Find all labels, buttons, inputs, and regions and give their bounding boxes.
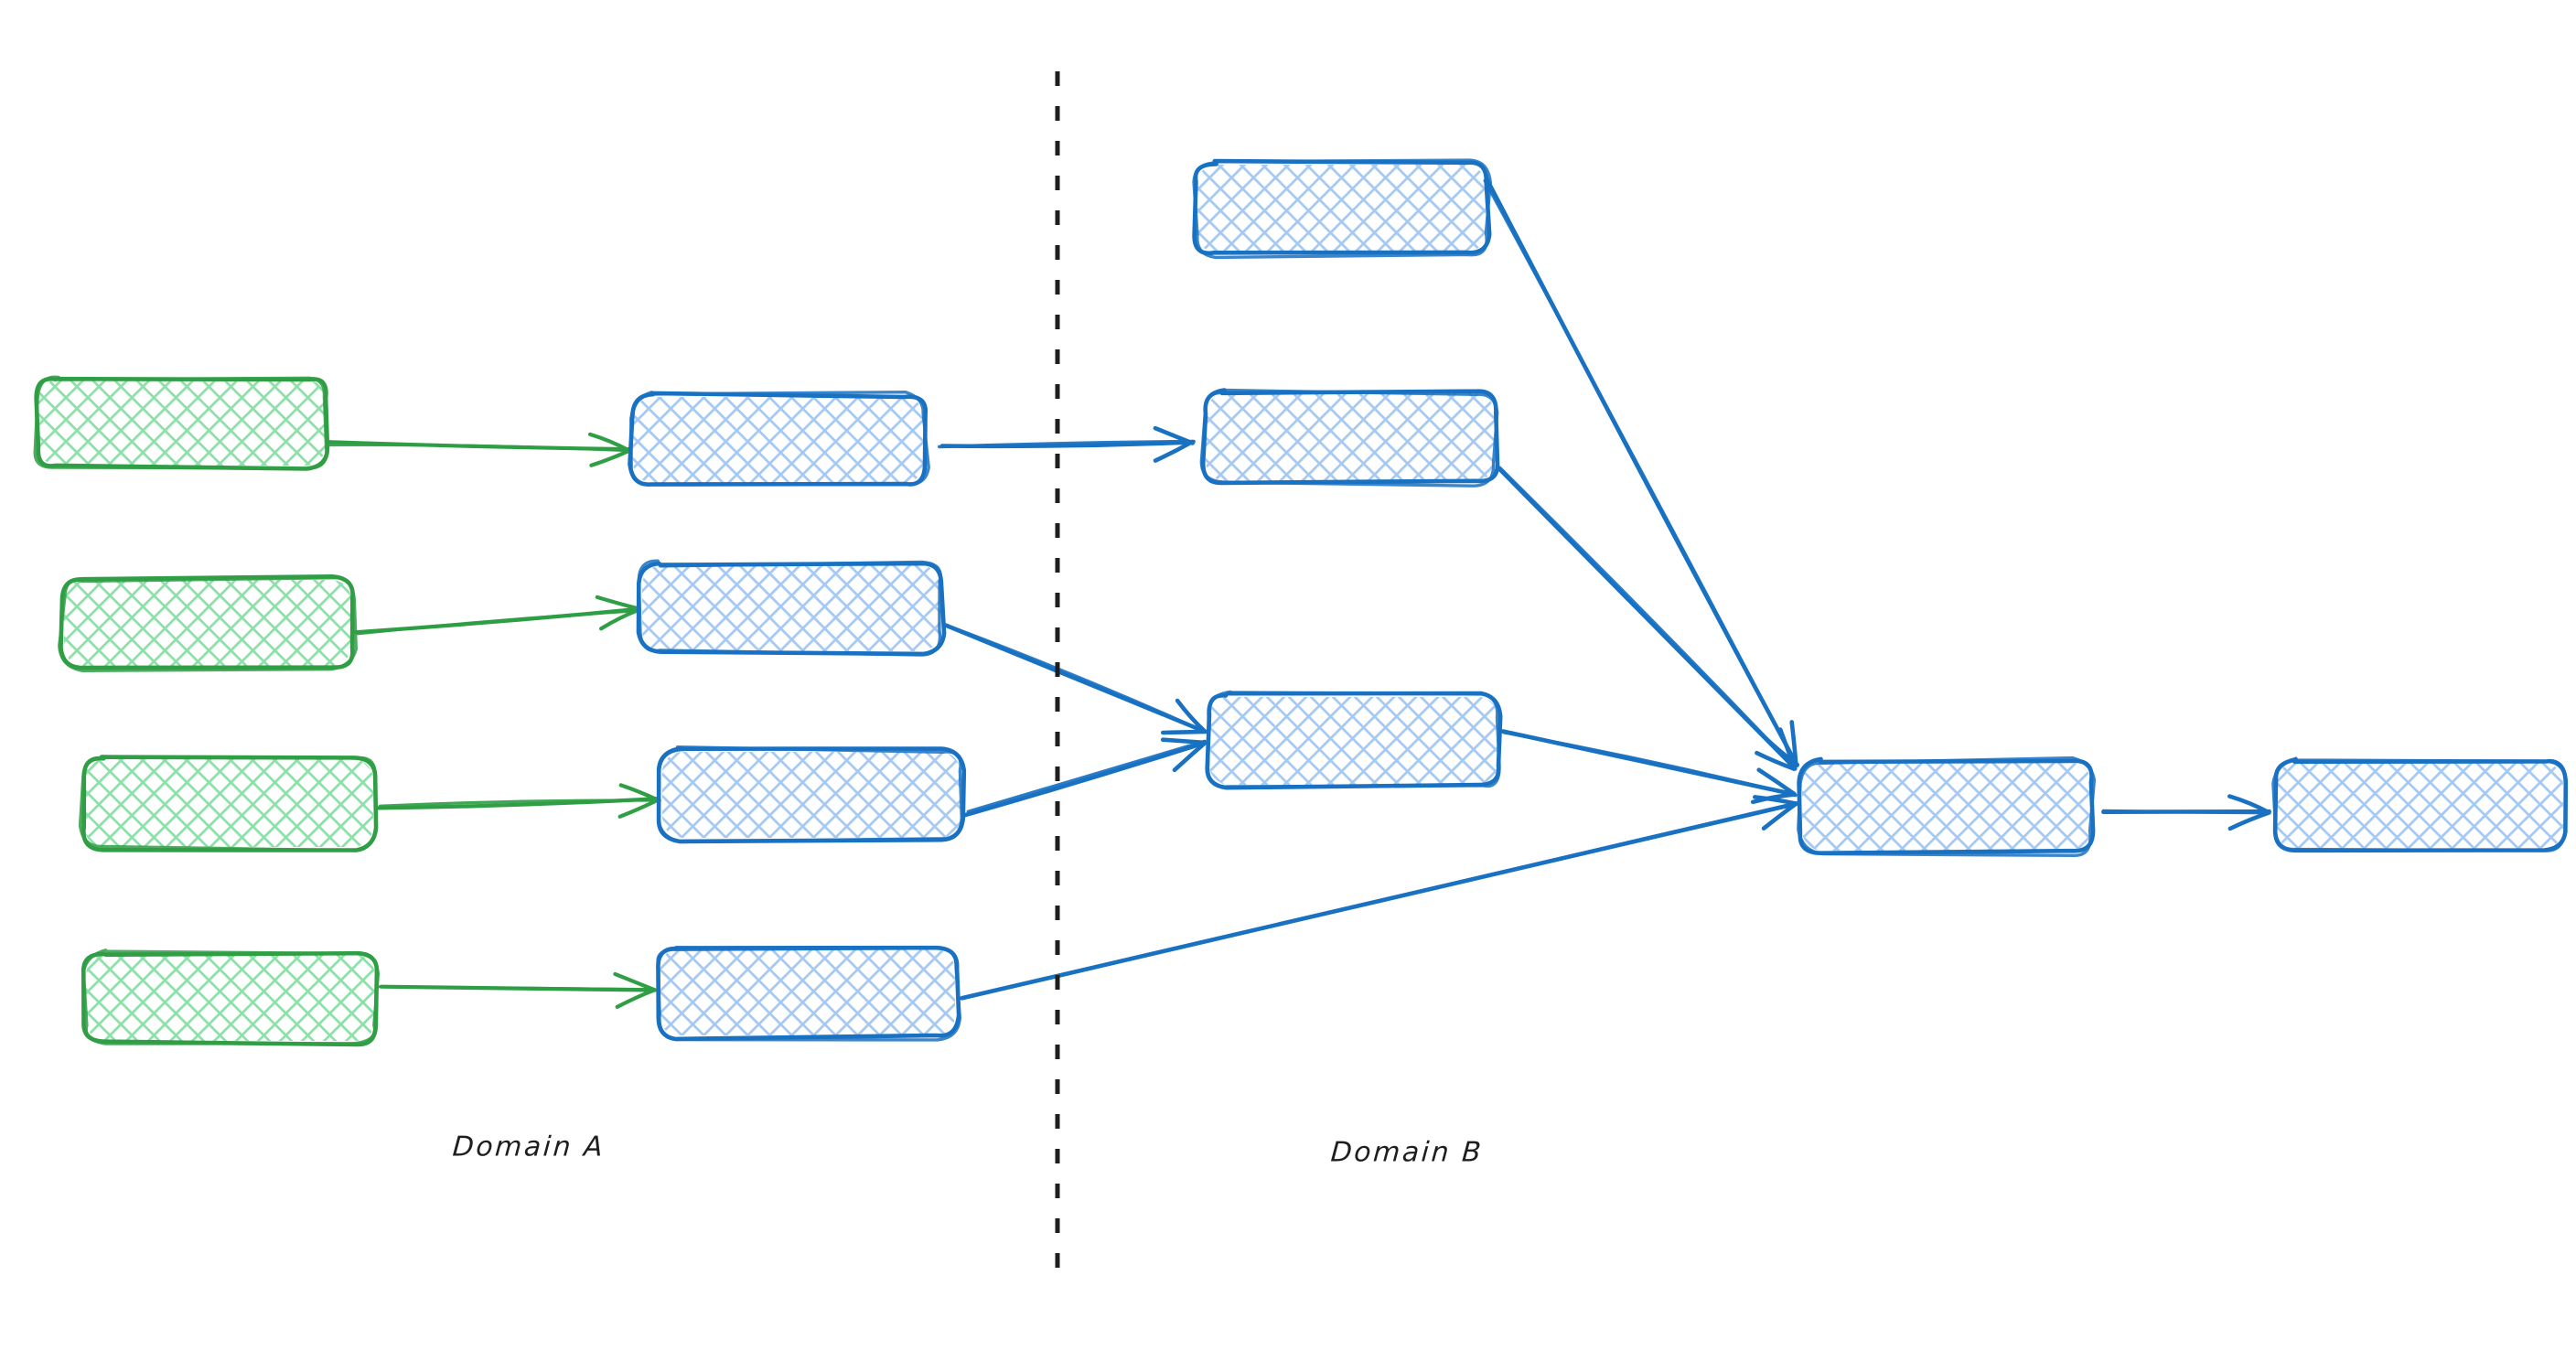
- edge-a3-b3: [376, 783, 661, 819]
- domain-b-label: Domain B: [1329, 1136, 1485, 1169]
- node-c3[interactable]: [1205, 690, 1503, 790]
- edge-a2-b2: [354, 595, 641, 636]
- node-b1[interactable]: [628, 391, 930, 487]
- node-b4[interactable]: [656, 945, 961, 1042]
- edge-c1-d1: [1483, 177, 1799, 767]
- edge-b2-c3: [942, 622, 1208, 735]
- node-d1[interactable]: [1797, 756, 2097, 858]
- edge-c2-d1: [1497, 466, 1798, 771]
- node-e1[interactable]: [2271, 756, 2569, 853]
- node-a4[interactable]: [80, 949, 381, 1047]
- node-a3[interactable]: [78, 755, 379, 852]
- domain-a-label: Domain A: [451, 1131, 606, 1163]
- edge-a1-b1: [326, 432, 633, 467]
- nodes-layer: [33, 158, 2569, 1047]
- node-c2[interactable]: [1199, 388, 1500, 488]
- edge-b4-d1: [960, 795, 1799, 1001]
- edge-d1-e1: [2101, 794, 2271, 831]
- node-a2[interactable]: [58, 574, 358, 672]
- edges-layer: [326, 177, 2271, 1009]
- edge-a4-b4: [378, 971, 657, 1009]
- edge-b1-c2: [938, 425, 1196, 463]
- node-c1[interactable]: [1192, 158, 1492, 260]
- node-b2[interactable]: [636, 559, 947, 657]
- node-b3[interactable]: [656, 745, 967, 844]
- node-a1[interactable]: [33, 375, 330, 471]
- edge-c3-d1: [1500, 729, 1798, 805]
- edge-b3-c3: [962, 737, 1208, 818]
